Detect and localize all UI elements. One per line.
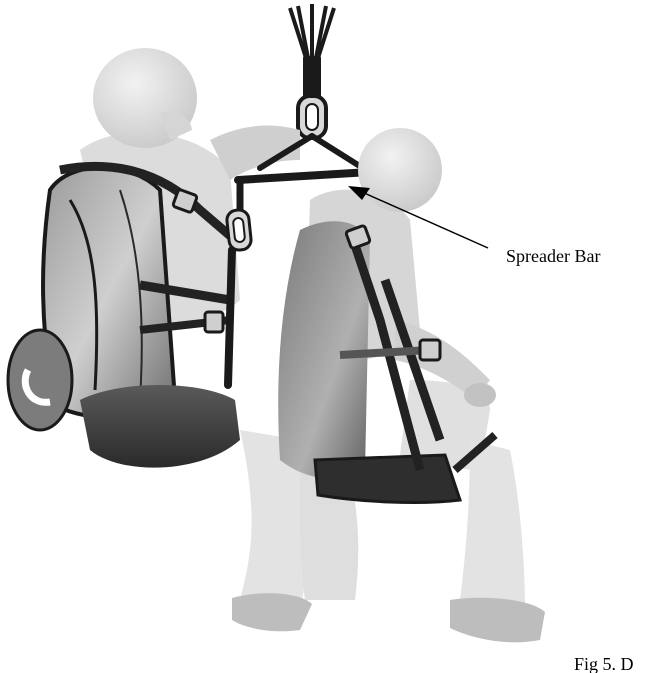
- main-carabiner: [298, 96, 326, 138]
- passenger-seat: [315, 455, 460, 502]
- riser-strap: [303, 56, 321, 98]
- riser-lines: [290, 4, 334, 60]
- passenger-leg-buckle: [420, 340, 440, 360]
- pilot-leg-buckle: [205, 312, 223, 332]
- left-carabiner: [226, 209, 252, 251]
- spreader-bar-label: Spreader Bar: [506, 246, 600, 266]
- passenger-helmet: [358, 128, 442, 212]
- passenger-figure: [278, 128, 545, 642]
- pilot-figure: [8, 48, 312, 631]
- figure-caption: Fig 5. D: [574, 654, 634, 673]
